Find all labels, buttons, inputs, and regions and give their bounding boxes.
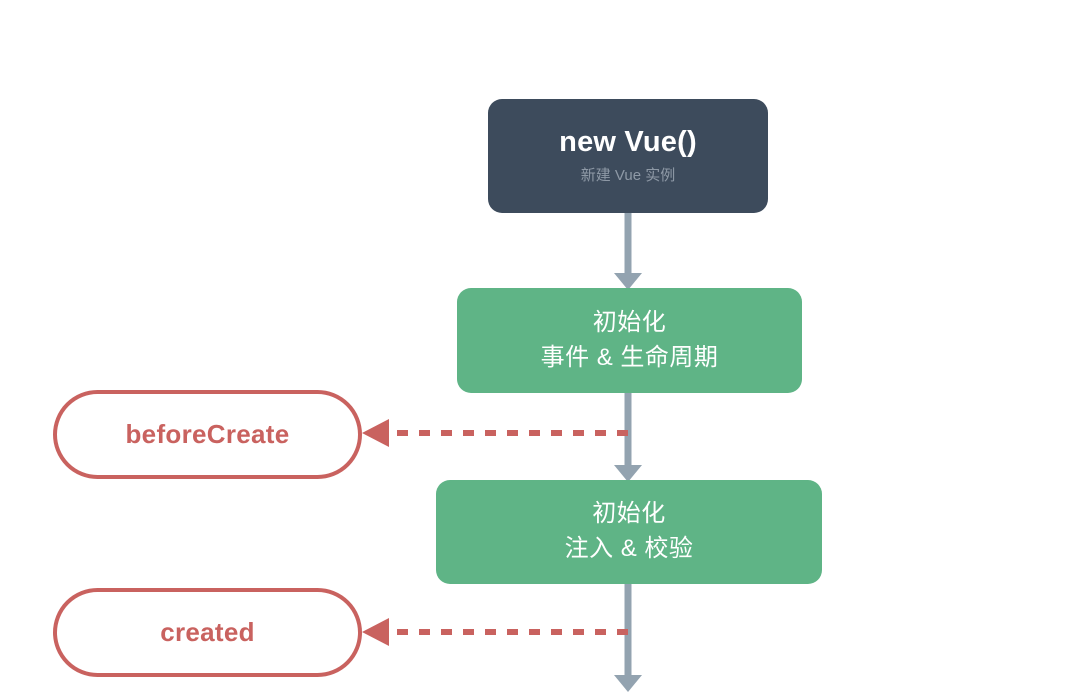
hook-created-label: created: [160, 617, 255, 647]
node-init-injections-reactivity[interactable]: 初始化 注入 & 校验: [436, 480, 822, 584]
arrow-head: [614, 675, 642, 692]
edge-hook-before-create: [362, 419, 628, 447]
node-new-vue-title: new Vue(): [559, 125, 697, 158]
node-new-vue-subtitle: 新建 Vue 实例: [580, 167, 676, 185]
node-init-injections-line-2: 注入 & 校验: [564, 535, 694, 562]
node-init-events-line-2: 事件 & 生命周期: [540, 343, 719, 371]
node-init-events-line-1: 初始化: [592, 308, 667, 336]
node-hook-created[interactable]: created: [53, 588, 362, 677]
edge-init-events-to-init-injections: [614, 393, 642, 482]
edge-init-injections-down: [614, 584, 642, 692]
edge-new-vue-to-init-events: [614, 213, 642, 290]
node-new-vue[interactable]: new Vue() 新建 Vue 实例: [488, 99, 768, 213]
arrow-head: [362, 419, 389, 447]
node-init-injections-line-1: 初始化: [592, 500, 666, 528]
edge-hook-created: [362, 618, 628, 646]
arrow-head: [362, 618, 389, 646]
hook-before-create-label: beforeCreate: [125, 419, 290, 449]
node-init-events-lifecycle[interactable]: 初始化 事件 & 生命周期: [457, 288, 802, 393]
node-hook-before-create[interactable]: beforeCreate: [53, 390, 362, 479]
